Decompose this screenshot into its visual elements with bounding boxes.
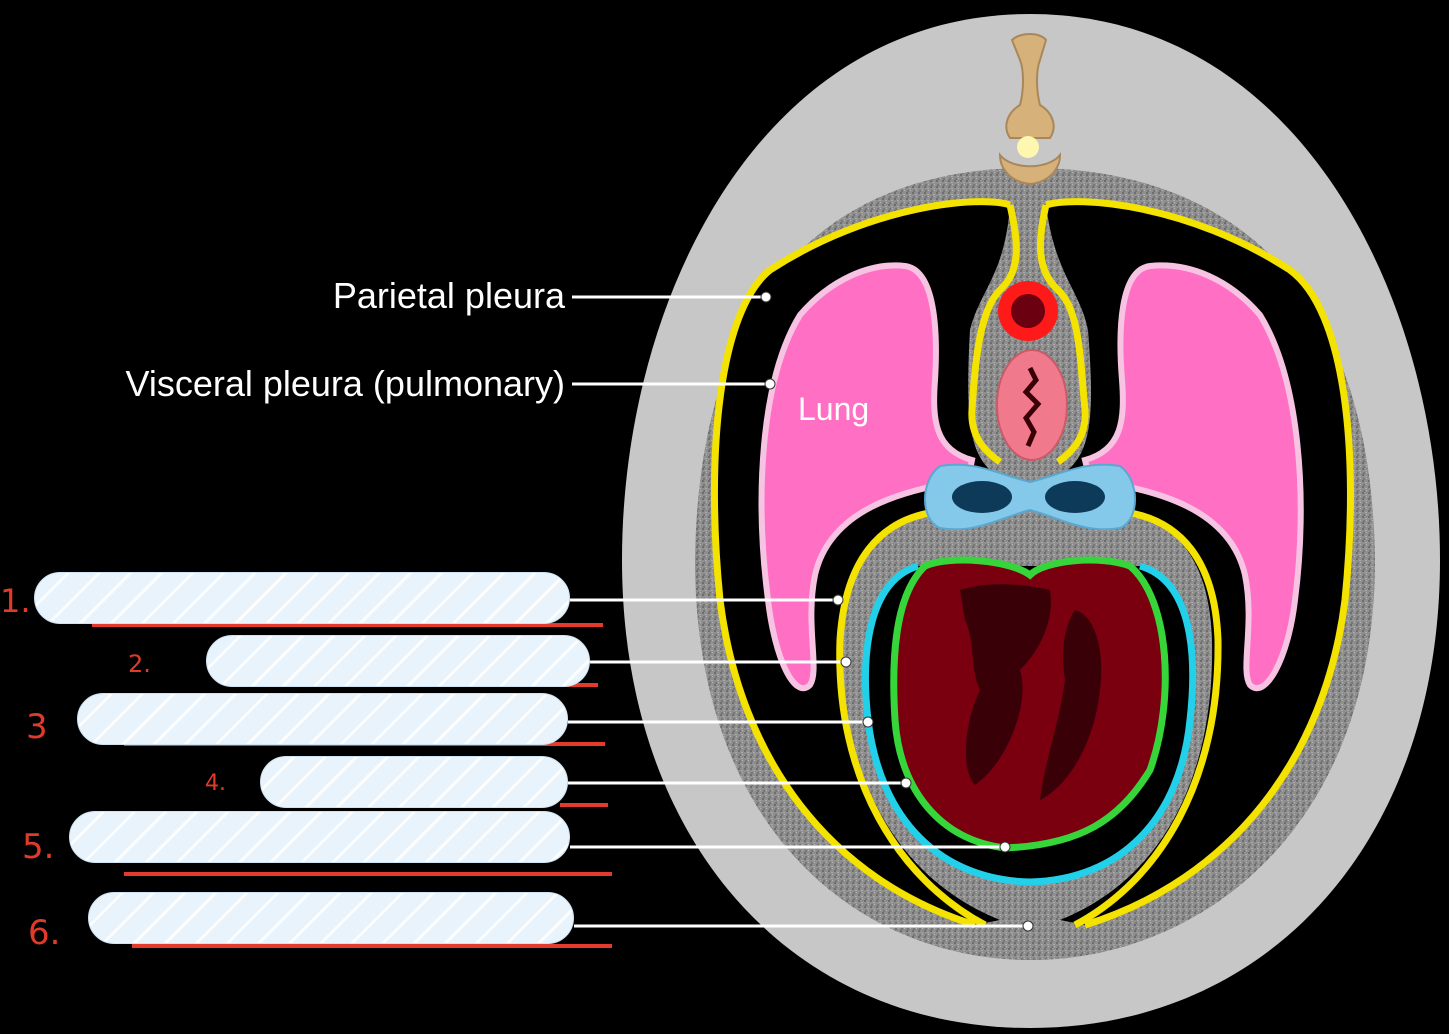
vertebra	[998, 33, 1062, 186]
answer-underline-2	[560, 683, 598, 687]
blank-number-6: 6.	[28, 913, 60, 953]
right-lung	[1081, 262, 1304, 692]
answer-blank-4[interactable]	[260, 756, 568, 808]
answer-underline-6	[132, 944, 612, 948]
bronchi	[924, 463, 1136, 531]
answer-blank-2[interactable]	[206, 635, 590, 687]
heart-chambers	[960, 584, 1102, 800]
answer-blank-1[interactable]	[34, 572, 570, 624]
heart	[890, 556, 1169, 852]
answer-underline-1	[92, 623, 603, 627]
visceral-pleura-label: Visceral pleura (pulmonary)	[125, 363, 565, 404]
blank-number-4: 4.	[205, 771, 226, 796]
serous-pericardium-line	[862, 562, 1197, 886]
answer-underline-4	[560, 803, 608, 807]
blank-number-3: 3	[26, 707, 48, 747]
lung-label: Lung	[798, 391, 869, 427]
blank-number-2: 2.	[128, 650, 151, 678]
esophagus	[996, 349, 1068, 461]
answer-underline-5	[124, 872, 612, 876]
leader-lines	[568, 291, 1034, 932]
parietal-pleura-line	[710, 198, 1354, 929]
answer-blank-6[interactable]	[88, 892, 574, 944]
blank-number-1: 1.	[0, 582, 31, 620]
blank-number-5: 5.	[22, 827, 54, 867]
aorta	[998, 281, 1058, 341]
left-lung	[758, 262, 976, 692]
parietal-pleura-label: Parietal pleura	[333, 275, 566, 316]
answer-blank-3[interactable]	[77, 693, 568, 745]
answer-blank-5[interactable]	[69, 811, 570, 863]
